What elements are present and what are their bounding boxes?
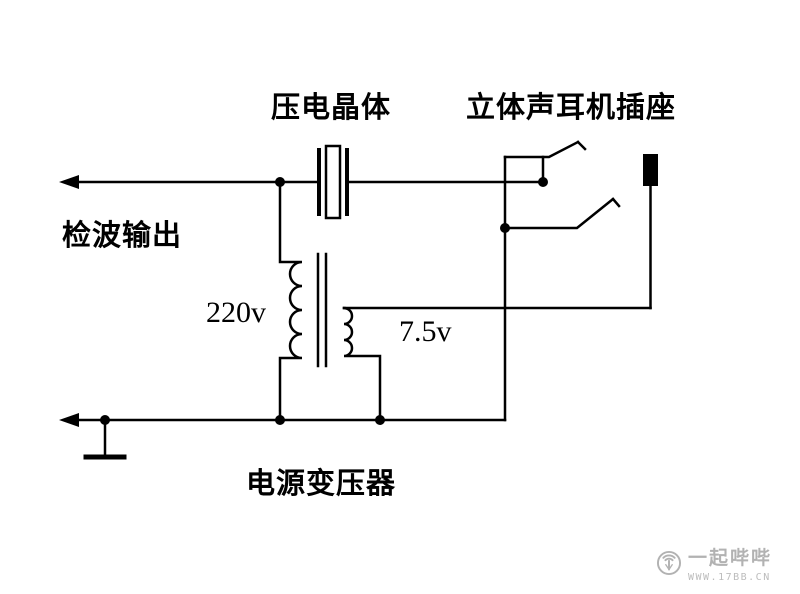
watermark-site-name: 一起哔哔 (688, 548, 773, 569)
stereo-jack-label: 立体声耳机插座 (466, 92, 677, 124)
headphone-jack-symbol (503, 140, 658, 422)
primary-voltage-label: 220v (206, 296, 266, 329)
left-arrowhead-top (59, 175, 79, 189)
jack-tip-contact (503, 140, 587, 184)
transformer-secondary-coil (342, 306, 382, 422)
secondary-voltage-label: 7.5v (399, 315, 452, 348)
power-transformer-label: 电源变压器 (246, 468, 397, 500)
transformer-primary-coil (278, 180, 303, 422)
junction-dot (538, 177, 548, 187)
watermark-site-url: WWW.17BB.CN (688, 572, 771, 583)
junction-dot (275, 177, 285, 187)
detector-output-label: 检波输出 (62, 220, 183, 252)
ground-symbol (83, 418, 127, 460)
jack-plug (643, 154, 658, 310)
left-arrowhead-bottom (59, 413, 79, 427)
junction-dots (100, 177, 548, 425)
piezo-crystal-label: 压电晶体 (271, 92, 392, 124)
jack-ring-contact (503, 197, 621, 230)
transformer-symbol (278, 180, 382, 422)
bottom-rail-wire (59, 413, 507, 427)
junction-dot (375, 415, 385, 425)
junction-dot (500, 223, 510, 233)
site-watermark: 一起哔哔 WWW.17BB.CN (656, 548, 772, 583)
piezo-crystal-symbol (317, 144, 349, 220)
radio-tower-icon (656, 550, 682, 576)
junction-dot (275, 415, 285, 425)
junction-dot (100, 415, 110, 425)
top-rail-wire (59, 175, 545, 189)
